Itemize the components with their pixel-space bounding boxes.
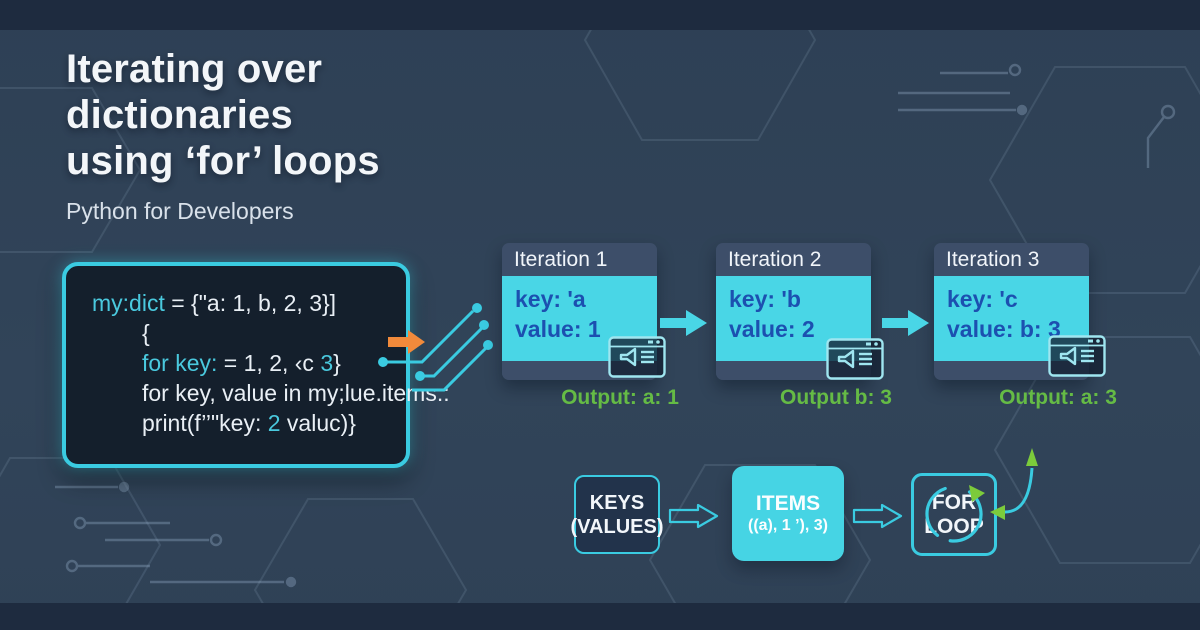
- key-line: key: 'b: [729, 286, 801, 312]
- code-token: 3: [320, 350, 334, 376]
- console-output-icon: [608, 336, 666, 378]
- flow-arrow-icon: [882, 310, 929, 336]
- outline-arrow-icon: [668, 503, 719, 529]
- iteration-title: Iteration 2: [728, 247, 822, 271]
- iteration-card-header: Iteration 1: [502, 243, 657, 276]
- console-output-icon: [826, 338, 884, 380]
- keys-label: KEYS: [589, 491, 645, 514]
- code-line-4: for key, value in my;lue.items::: [142, 378, 450, 408]
- key-line: key: 'a: [515, 286, 586, 312]
- code-token: print(f’’"key:: [142, 410, 268, 436]
- loop-label: LOOP: [924, 514, 984, 538]
- code-token: {: [142, 320, 150, 346]
- value-line: value: 2: [729, 316, 815, 342]
- code-line-2: {: [142, 318, 392, 348]
- console-output-icon: [1048, 335, 1106, 377]
- iteration-title: Iteration 1: [514, 247, 608, 271]
- code-line-5: print(f’’"key: 2 valuc)}: [142, 408, 392, 438]
- code-snippet-box: my:dict = {"a: 1, b, 2, 3}] { for key: =…: [62, 262, 450, 468]
- code-token: 2: [267, 410, 281, 436]
- bottom-border-bar: [0, 603, 1200, 630]
- orange-right-arrow-icon: [388, 330, 425, 354]
- code-token: = 1, 2, ‹c: [217, 350, 321, 376]
- subtitle: Python for Developers: [66, 198, 294, 224]
- items-tuple-label: ((a), 1 ’), 3): [747, 517, 828, 534]
- circuit-connector: [378, 303, 493, 392]
- flow-arrow-icon: [660, 310, 707, 336]
- code-token: my:dict: [92, 290, 165, 316]
- output-label-2: Output b: 3: [780, 386, 892, 409]
- iteration-title: Iteration 3: [946, 247, 1040, 271]
- iteration-card-3: Iteration 3 key: 'c value: b: 3: [934, 243, 1089, 380]
- values-label: (VALUES): [570, 515, 664, 538]
- page-title-line-3: using ‘for’ loops: [66, 139, 380, 183]
- code-token: = {"a: 1, b, 2, 3}]: [164, 290, 337, 316]
- code-token: }: [333, 350, 341, 376]
- page-title-line-1: Iterating over: [66, 47, 323, 91]
- items-label: ITEMS: [755, 492, 821, 515]
- for-label: FOR: [931, 490, 977, 514]
- key-line: key: 'c: [947, 286, 1018, 312]
- iteration-card-1: Iteration 1 key: 'a value: 1: [502, 243, 657, 380]
- loop-circle-arrow-icon: [925, 485, 985, 543]
- title-block: Iterating over dictionaries using ‘for’ …: [66, 46, 586, 225]
- outline-arrow-icon: [852, 503, 903, 529]
- for-loop-box: FOR LOOP: [911, 473, 997, 556]
- code-line-3: for key: = 1, 2, ‹c 3}: [142, 348, 392, 378]
- iteration-card-header: Iteration 3: [934, 243, 1089, 276]
- iteration-card-header: Iteration 2: [716, 243, 871, 276]
- code-token: for key, value in my;lue.items::: [142, 380, 450, 406]
- code-token: for key:: [142, 350, 218, 376]
- code-line-1: my:dict = {"a: 1, b, 2, 3}]: [92, 288, 392, 318]
- value-line: value: 1: [515, 316, 601, 342]
- code-token: valuc)}: [280, 410, 356, 436]
- items-box: ITEMS ((a), 1 ’), 3): [732, 466, 844, 561]
- output-label-3: Output: a: 3: [999, 386, 1117, 409]
- top-border-bar: [0, 0, 1200, 30]
- output-label-1: Output: a: 1: [561, 386, 679, 409]
- value-line: value: b: 3: [947, 316, 1061, 342]
- keys-values-box: KEYS (VALUES): [571, 475, 663, 554]
- loop-return-arrow: [990, 448, 1038, 520]
- page-title-line-2: dictionaries: [66, 93, 293, 137]
